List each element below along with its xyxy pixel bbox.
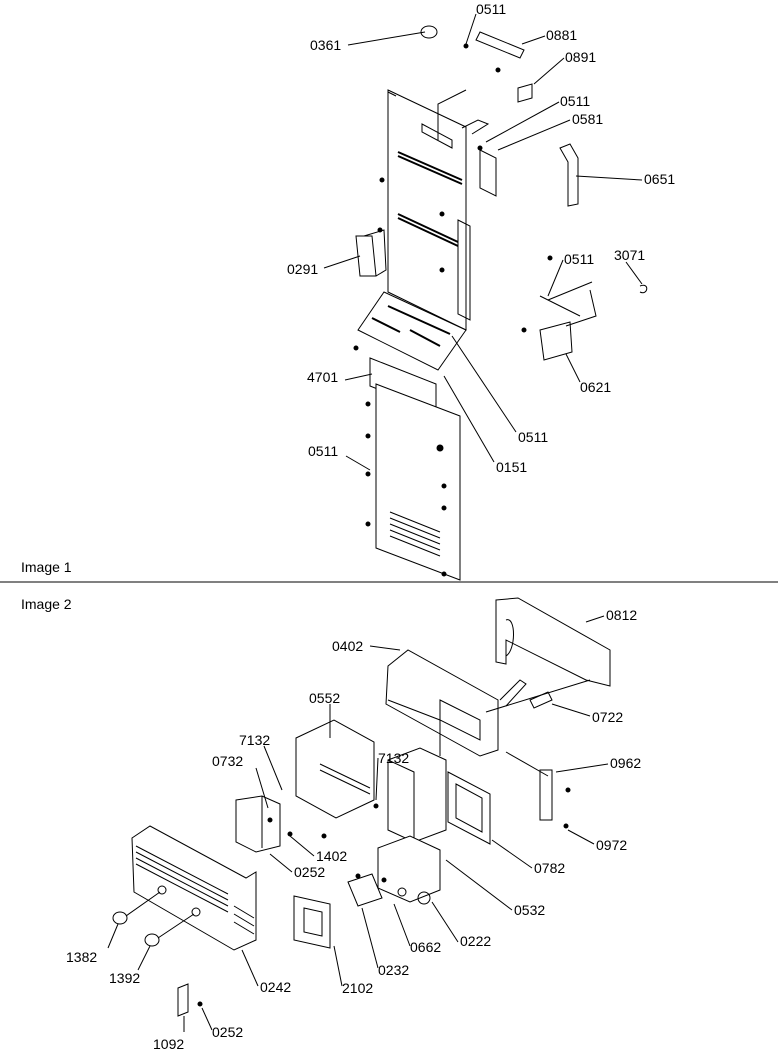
callout-0732: 0732 — [212, 753, 243, 769]
callout-0891: 0891 — [565, 49, 596, 65]
callout-0552: 0552 — [309, 690, 340, 706]
callout-1092: 1092 — [153, 1036, 184, 1052]
image-2-caption: Image 2 — [21, 596, 72, 612]
callout-0511: 0511 — [476, 1, 506, 17]
callout-1402: 1402 — [316, 848, 347, 864]
callout-0532: 0532 — [514, 902, 545, 918]
callout-0881: 0881 — [546, 27, 577, 43]
callout-1392: 1392 — [109, 970, 140, 986]
callout-0782: 0782 — [534, 860, 565, 876]
callout-0972: 0972 — [596, 837, 627, 853]
callout-0252: 0252 — [212, 1024, 243, 1040]
callout-0651: 0651 — [644, 171, 675, 187]
callout-3071: 3071 — [614, 247, 645, 263]
callout-0511: 0511 — [518, 429, 548, 445]
callout-0402: 0402 — [332, 638, 363, 654]
callout-0511: 0511 — [560, 93, 590, 109]
callout-2102: 2102 — [342, 980, 373, 996]
callout-0581: 0581 — [572, 111, 603, 127]
image-2-callouts: 0812 0402 0722 0552 7132 0732 7132 0962 … — [66, 607, 641, 1052]
callout-0361: 0361 — [310, 37, 341, 53]
image-1-drawing — [323, 13, 648, 581]
callout-0291: 0291 — [287, 261, 318, 277]
callout-0722: 0722 — [592, 709, 623, 725]
callout-0151: 0151 — [496, 459, 527, 475]
image-1-caption: Image 1 — [21, 559, 72, 575]
callout-0662: 0662 — [410, 939, 441, 955]
callout-0962: 0962 — [610, 755, 641, 771]
callout-1382: 1382 — [66, 949, 97, 965]
callout-0222: 0222 — [460, 933, 491, 949]
callout-7132: 7132 — [378, 750, 409, 766]
callout-0812: 0812 — [606, 607, 637, 623]
image-1-callouts: 0361 0511 0881 0891 0511 0581 0651 0291 … — [287, 1, 675, 475]
callout-4701: 4701 — [307, 369, 338, 385]
image-2-drawing — [107, 597, 611, 1032]
callout-0621: 0621 — [580, 379, 611, 395]
callout-0511: 0511 — [564, 251, 594, 267]
callout-7132: 7132 — [239, 732, 270, 748]
callout-0242: 0242 — [260, 979, 291, 995]
callout-0232: 0232 — [378, 962, 409, 978]
callout-0252: 0252 — [294, 864, 325, 880]
callout-0511: 0511 — [308, 443, 338, 459]
